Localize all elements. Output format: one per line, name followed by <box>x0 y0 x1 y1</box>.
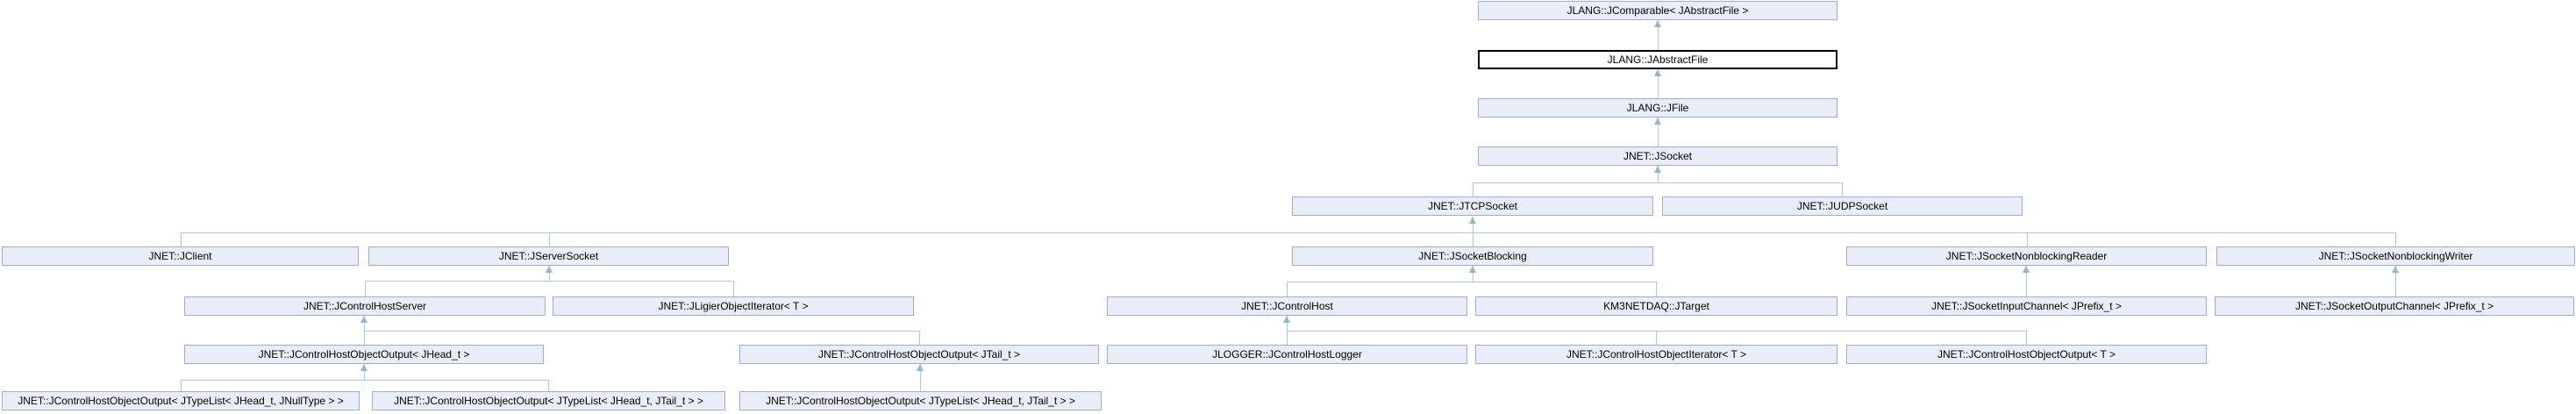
edge-segment <box>549 266 550 281</box>
arrow-up-icon <box>1469 266 1476 273</box>
node-jnet-jclient[interactable]: JNET::JClient <box>2 246 359 266</box>
node-jnet-jserversocket[interactable]: JNET::JServerSocket <box>368 246 729 266</box>
node-jnet-judpsocket[interactable]: JNET::JUDPSocket <box>1662 196 2023 216</box>
node-jlang-jcomparable-jabstractfile[interactable]: JLANG::JComparable< JAbstractFile > <box>1478 1 1837 20</box>
edge-segment <box>364 316 365 345</box>
node-jnet-jcontrolhostserver[interactable]: JNET::JControlHostServer <box>184 296 546 316</box>
edge-segment <box>548 380 549 391</box>
node-jnet-jsocketnonblockingwriter[interactable]: JNET::JSocketNonblockingWriter <box>2216 246 2575 266</box>
edge-segment <box>1656 331 1657 345</box>
edge-segment <box>1473 182 1843 183</box>
node-jnet-jcontrolhostobjectoutput-jtail[interactable]: JNET::JControlHostObjectOutput< JTail_t … <box>739 345 1099 364</box>
arrow-up-icon <box>2023 266 2030 273</box>
edge-segment <box>1842 182 1843 196</box>
node-jlang-jfile[interactable]: JLANG::JFile <box>1478 98 1837 118</box>
edge-segment <box>365 281 366 296</box>
edge-segment <box>2395 232 2396 246</box>
edge-segment <box>181 232 182 246</box>
node-jnet-jligierobjectiterator[interactable]: JNET::JLigierObjectIterator< T > <box>553 296 914 316</box>
edge-segment <box>1658 69 1659 98</box>
arrow-up-icon <box>1654 118 1661 125</box>
node-jnet-jcontrolhostobjectoutput-typelist-jtail-1[interactable]: JNET::JControlHostObjectOutput< JTypeLis… <box>372 391 725 410</box>
edge-segment <box>364 331 920 332</box>
node-jlang-jabstractfile: JLANG::JAbstractFile <box>1478 50 1837 69</box>
arrow-up-icon <box>360 316 367 323</box>
edge-segment <box>1473 266 1474 282</box>
edge-segment <box>549 232 550 246</box>
edge-segment <box>1473 182 1474 196</box>
node-jnet-jcontrolhostobjectiterator[interactable]: JNET::JControlHostObjectIterator< T > <box>1475 345 1837 364</box>
edge-segment <box>2395 266 2396 296</box>
node-jnet-jcontrolhost[interactable]: JNET::JControlHost <box>1107 296 1467 316</box>
node-jnet-jcontrolhostobjectoutput-typelist-jtail-2[interactable]: JNET::JControlHostObjectOutput< JTypeLis… <box>739 391 1102 410</box>
edge-segment <box>1658 118 1659 146</box>
arrow-up-icon <box>1654 166 1661 173</box>
edge-segment <box>1656 282 1657 296</box>
arrow-up-icon <box>917 364 924 371</box>
edge-segment <box>1658 166 1659 182</box>
edge-segment <box>919 331 920 345</box>
node-jnet-jsocketinputchannel[interactable]: JNET::JSocketInputChannel< JPrefix_t > <box>1846 296 2207 316</box>
arrow-up-icon <box>1654 20 1661 27</box>
edge-segment <box>364 364 365 380</box>
node-jnet-jcontrolhostobjectoutput-t[interactable]: JNET::JControlHostObjectOutput< T > <box>1846 345 2207 364</box>
node-jnet-jsocketnonblockingreader[interactable]: JNET::JSocketNonblockingReader <box>1846 246 2207 266</box>
node-km3netdaq-jtarget[interactable]: KM3NETDAQ::JTarget <box>1475 296 1837 316</box>
edge-segment <box>920 364 921 391</box>
edge-segment <box>365 281 734 282</box>
node-jnet-jcontrolhostobjectoutput-typelist-jnulltype[interactable]: JNET::JControlHostObjectOutput< JTypeLis… <box>2 391 360 410</box>
node-jnet-jsocketblocking[interactable]: JNET::JSocketBlocking <box>1292 246 1653 266</box>
node-jnet-jsocketoutputchannel[interactable]: JNET::JSocketOutputChannel< JPrefix_t > <box>2215 296 2574 316</box>
arrow-up-icon <box>1654 69 1661 76</box>
edge-segment <box>2027 232 2028 246</box>
edge-segment <box>2026 331 2027 345</box>
edge-segment <box>733 281 734 296</box>
arrow-up-icon <box>1283 316 1290 323</box>
node-jnet-jsocket[interactable]: JNET::JSocket <box>1478 146 1837 166</box>
edge-segment <box>1287 316 1288 345</box>
node-jnet-jcontrolhostobjectoutput-jhead[interactable]: JNET::JControlHostObjectOutput< JHead_t … <box>184 345 544 364</box>
node-jlogger-jcontrolhostlogger[interactable]: JLOGGER::JControlHostLogger <box>1107 345 1467 364</box>
arrow-up-icon <box>546 266 553 273</box>
node-jnet-jtcpsocket[interactable]: JNET::JTCPSocket <box>1292 196 1653 216</box>
edge-segment <box>1287 331 2027 332</box>
edge-segment <box>1473 217 1474 246</box>
edge-segment <box>181 232 2396 233</box>
arrow-up-icon <box>2392 266 2399 273</box>
edge-segment <box>181 380 182 391</box>
arrow-up-icon <box>1469 217 1476 224</box>
edge-segment <box>1287 282 1288 296</box>
arrow-up-icon <box>360 364 367 371</box>
edge-segment <box>2026 266 2027 296</box>
edge-segment <box>181 380 549 381</box>
edge-segment <box>1658 20 1659 50</box>
